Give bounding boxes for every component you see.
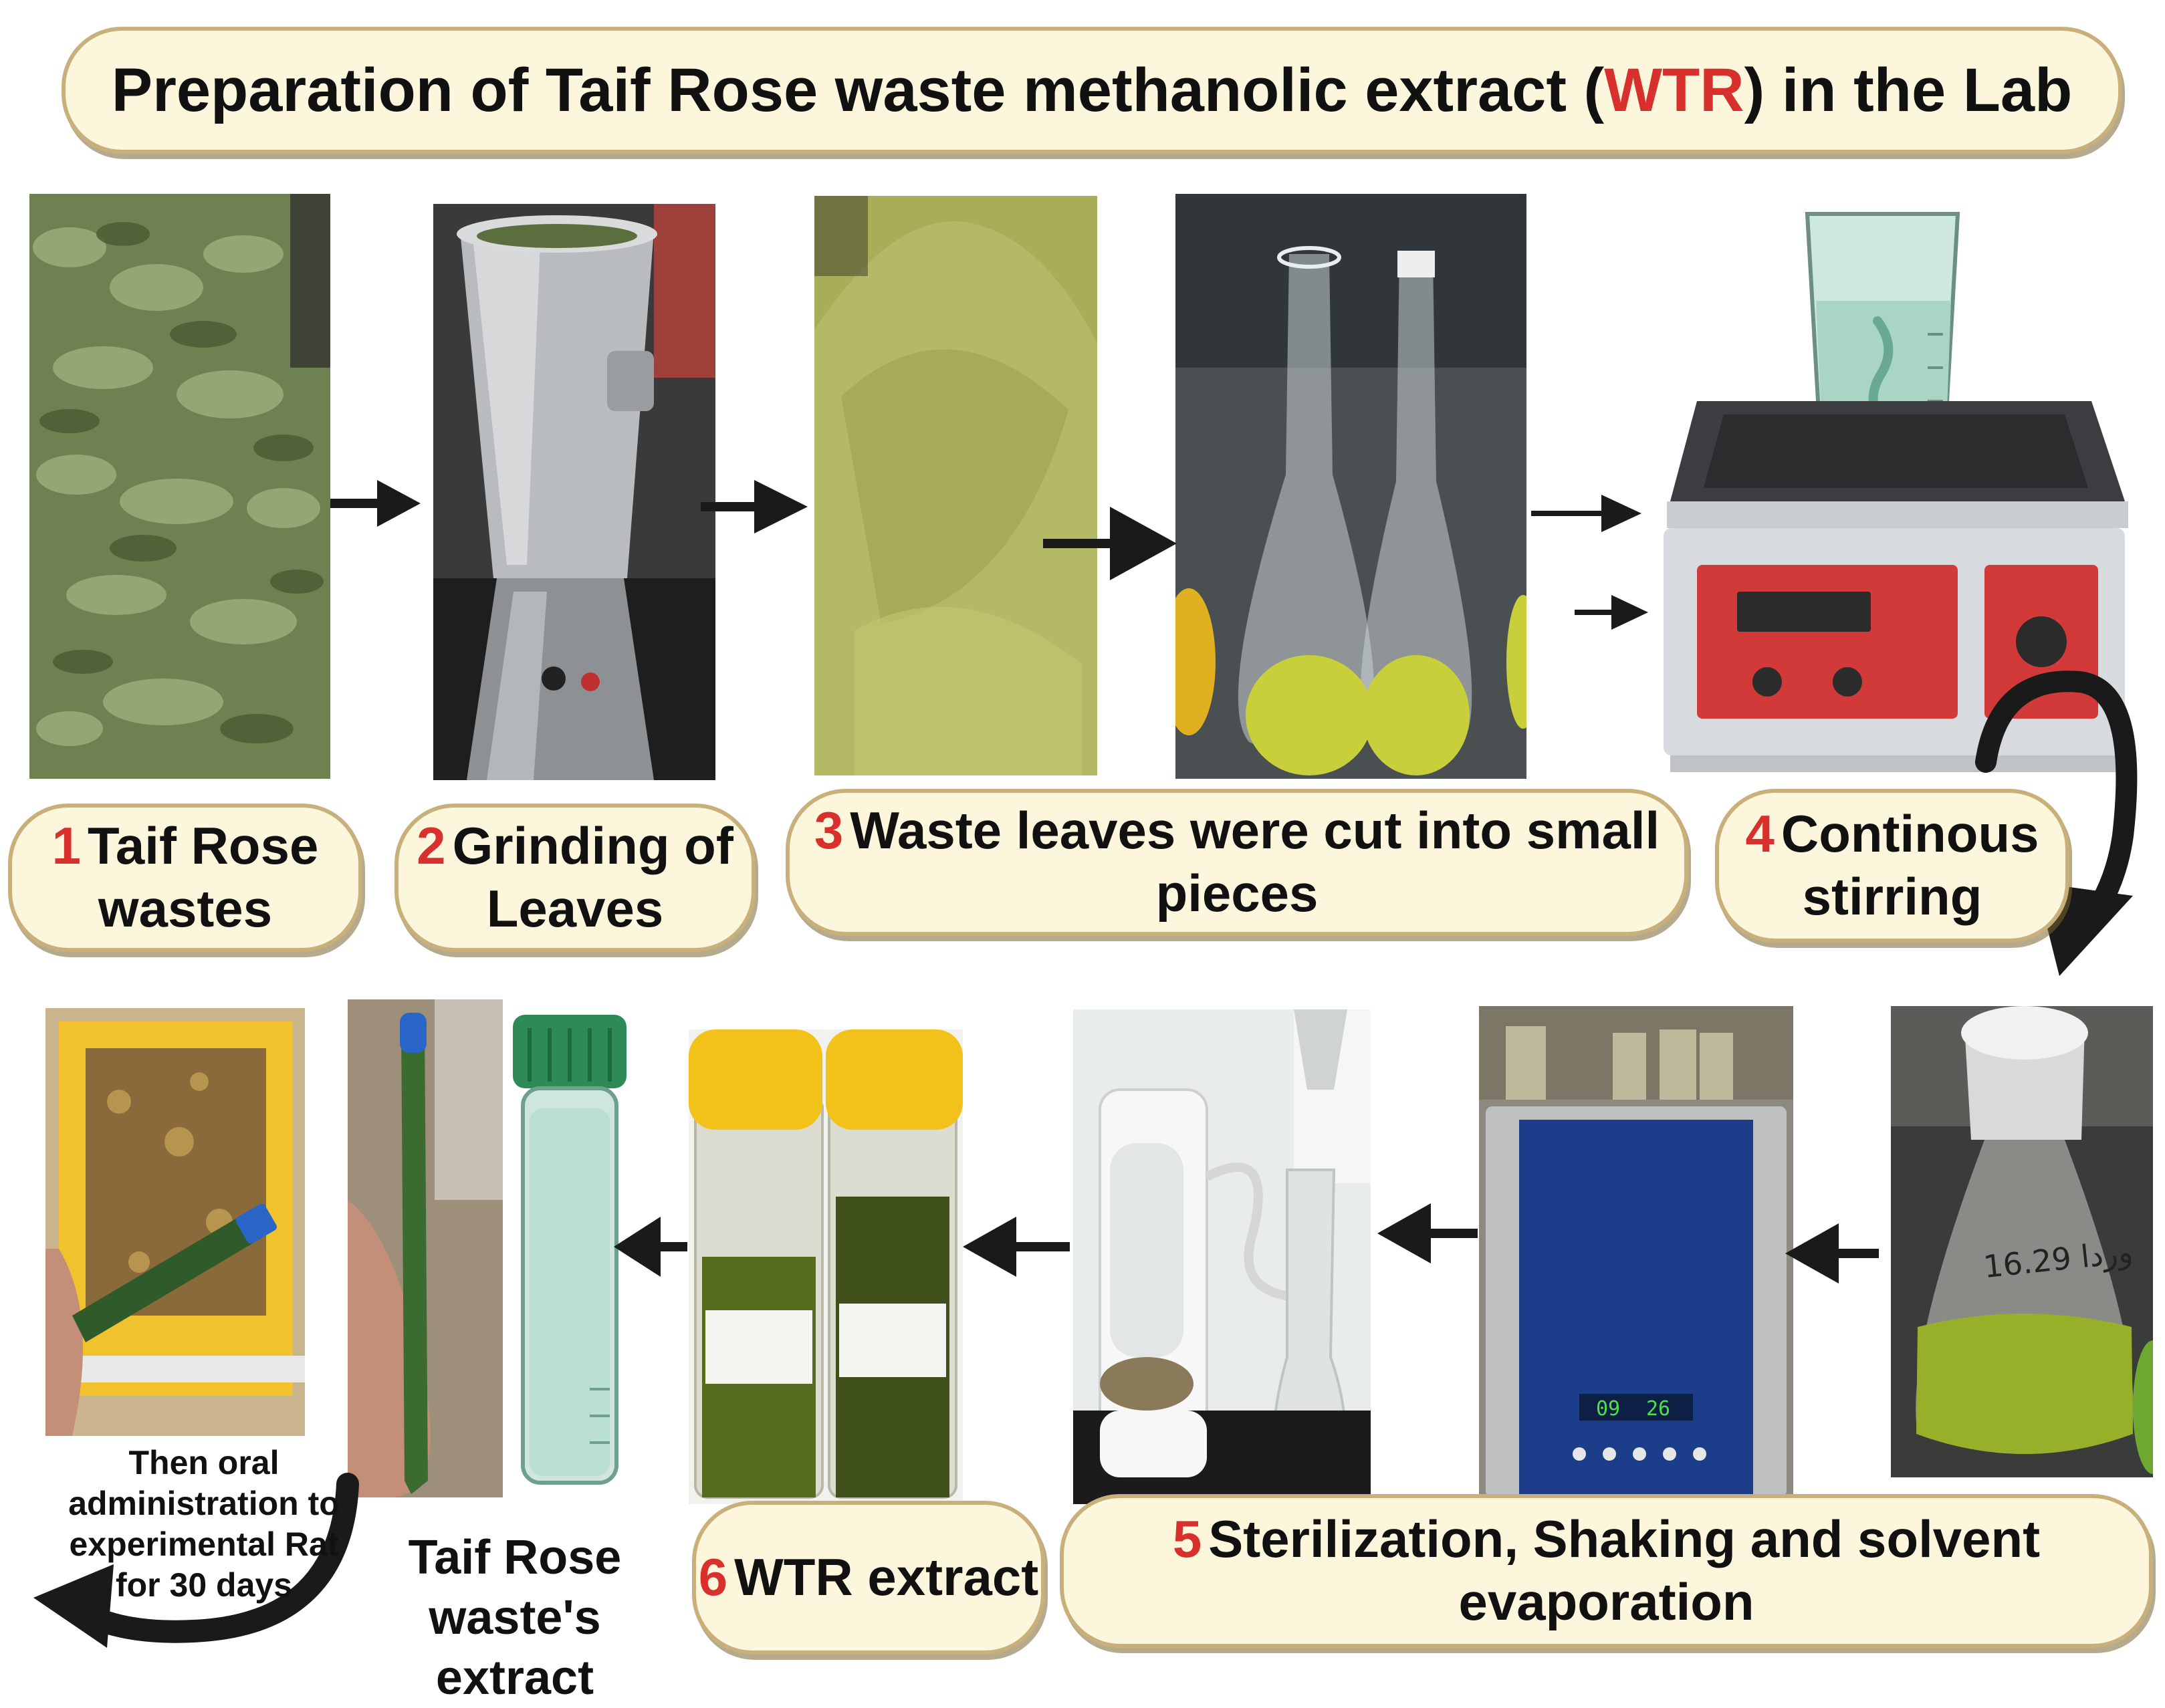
photo-extract-jars [689,1029,963,1504]
extract-caption: Taif Rose waste's extract [408,1531,622,1705]
arrow-jars-to-tube [614,1217,687,1277]
arrow-curve-to-rat [27,1471,361,1651]
photo-rose-leaves [29,194,330,779]
step-6-number: 6 [698,1548,728,1607]
arrow-step2-to-3 [701,480,808,533]
step-2-label: Grinding of Leaves [452,816,733,938]
title-prefix: Preparation of Taif Rose waste methanoli… [111,55,1605,124]
photo-leaf-powder [814,196,1097,775]
extract-tube-illustration [503,1015,637,1496]
arrow-flask-to-bath [1785,1223,1879,1284]
title-suffix: ) in the Lab [1744,55,2073,124]
step-4-label: Continous stirring [1781,804,2039,926]
step-6-label: WTR extract [734,1548,1039,1607]
photo-flasks [1175,194,1526,779]
step-4-number: 4 [1745,804,1775,864]
title-banner: Preparation of Taif Rose waste methanoli… [62,27,2122,154]
photo-labelled-flask: وردا 16.29 [1891,1006,2153,1477]
bath-display-left: 09 [1596,1397,1620,1421]
step-1-number: 1 [51,816,82,876]
step-5-label: Sterilization, Shaking and solvent evapo… [1208,1509,2041,1631]
photo-grinder [433,204,715,780]
step-3-number: 3 [814,801,844,860]
step-5-number: 5 [1172,1509,1202,1569]
arrow-bath-to-evaporator [1377,1203,1478,1263]
arrow-powder-to-flasks [1043,507,1177,580]
arrow-flasks-to-stirrer-lower [1575,595,1648,630]
step-3-label: Waste leaves were cut into small pieces [850,801,1660,923]
photo-evaporator [1073,1009,1371,1504]
photo-ultrasonic-bath: 09 26 [1479,1006,1793,1497]
administration-note: Then oral administration to experimental… [68,1444,340,1604]
title-highlight: WTR [1604,55,1744,124]
photo-rat-cage [45,1008,305,1436]
arrow-evaporator-to-jars [963,1217,1070,1277]
arrow-flasks-to-stirrer-upper [1531,495,1641,532]
bath-display-right: 26 [1646,1397,1670,1421]
arrow-step1-to-2 [330,480,421,527]
step-1-label: Taif Rose wastes [88,816,319,938]
photo-hand-tube [348,999,503,1497]
step-2-number: 2 [417,816,446,876]
